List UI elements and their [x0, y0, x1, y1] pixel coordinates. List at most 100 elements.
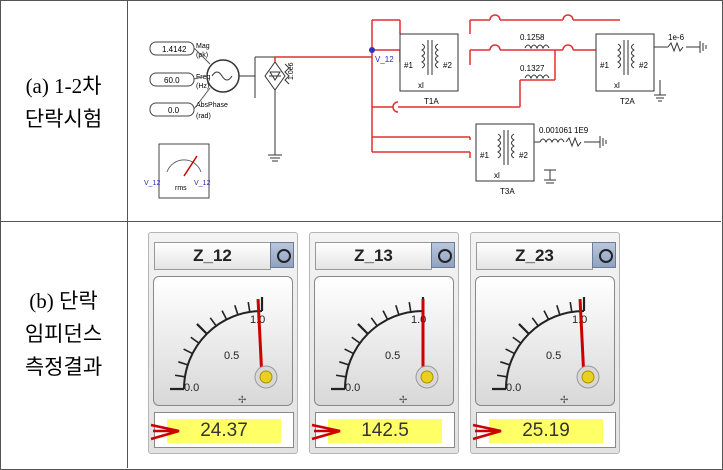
svg-text:0.1258: 0.1258 — [520, 33, 545, 42]
dial-tick — [247, 301, 251, 313]
wire-network — [274, 14, 620, 158]
red-arrow-annotation — [311, 423, 341, 441]
knob-center — [420, 370, 434, 384]
inductor-l1: 0.1258 — [520, 33, 550, 50]
dial-tick — [543, 310, 550, 320]
dial-scale-label: 0.0 — [506, 382, 521, 394]
meter-toggle-button[interactable] — [270, 242, 294, 268]
dial-scale-label: 0.5 — [546, 350, 561, 362]
meter-toggle-button[interactable] — [431, 242, 455, 268]
rms-meter-icon[interactable]: rms V_12 V_12 — [144, 143, 210, 199]
svg-text:(rad): (rad) — [196, 113, 211, 120]
svg-text:#1: #1 — [404, 61, 413, 70]
dial-tick — [234, 305, 239, 316]
dial-tick — [569, 301, 573, 313]
transformer-t2a[interactable]: #1 #2 xl T2A — [595, 33, 655, 106]
dial-tick — [178, 361, 189, 366]
transformer-t1a[interactable]: #1 #2 xl T1A — [399, 33, 459, 106]
dial-tick — [370, 317, 378, 327]
meter-value: 24.37 — [200, 420, 248, 441]
meter-z23: Z_23 0.00.51.0✢ 25.19 — [470, 232, 620, 454]
crosshair-icon: ✢ — [399, 395, 407, 405]
column-divider — [127, 0, 128, 468]
dial-scale-label: 0.0 — [345, 382, 360, 394]
ground-symbols — [544, 80, 666, 184]
svg-text:T2A: T2A — [620, 97, 635, 106]
resistor-top: 1e-6 — [654, 33, 707, 53]
red-arrow-annotation — [472, 423, 502, 441]
meter-readout: 24.37 — [150, 412, 294, 448]
svg-text:V_12: V_12 — [144, 180, 160, 187]
svg-text:AbsPhase: AbsPhase — [196, 102, 228, 109]
source-param-freq[interactable]: 60.0 Freq (Hz) — [149, 72, 211, 90]
red-arrow-annotation — [150, 423, 180, 441]
dial-tick — [339, 361, 350, 366]
svg-text:#2: #2 — [443, 61, 452, 70]
meter-value: 142.5 — [361, 420, 409, 441]
crosshair-icon: ✢ — [560, 395, 568, 405]
svg-text:#2: #2 — [639, 61, 648, 70]
svg-text:rms: rms — [175, 185, 187, 192]
dial-tick — [382, 310, 389, 320]
row-a-caption-line2: 단락시험 — [24, 107, 103, 131]
svg-text:xl: xl — [494, 171, 500, 180]
circle-icon — [277, 249, 291, 263]
dial-tick — [357, 323, 369, 335]
dial-tick — [408, 301, 412, 313]
svg-text:0.001061: 0.001061 — [539, 126, 573, 135]
svg-text:0.0: 0.0 — [168, 106, 180, 115]
dial-arc — [505, 310, 585, 390]
knob-center — [581, 370, 595, 384]
svg-text:1.4142: 1.4142 — [162, 45, 187, 54]
svg-text:60.0: 60.0 — [164, 76, 180, 85]
dial-tick — [496, 374, 508, 378]
svg-text:T3A: T3A — [500, 187, 515, 196]
inductor-l2: 0.1327 — [520, 64, 550, 80]
meter-readout: 142.5 — [311, 412, 455, 448]
inductor-l3: 0.001061 1E9 — [534, 126, 607, 148]
dial-needle — [256, 299, 264, 380]
transformer-t3a[interactable]: #1 #2 xl T3A — [475, 123, 535, 196]
svg-text:Freq: Freq — [196, 74, 211, 81]
source-param-mag[interactable]: 1.4142 Mag (pk) — [149, 41, 210, 59]
dial-tick — [351, 336, 361, 344]
dial-tick — [512, 336, 522, 344]
row-b-caption-line3: 측정결과 — [24, 355, 103, 379]
meter-toggle-button[interactable] — [592, 242, 616, 268]
readout-highlight — [167, 419, 281, 443]
svg-text:T1A: T1A — [424, 97, 439, 106]
dial-arc — [183, 310, 263, 390]
dial-tick — [209, 317, 217, 327]
dial-tick — [518, 323, 530, 335]
svg-text:Mag: Mag — [196, 43, 210, 50]
svg-text:1.0e6: 1.0e6 — [288, 62, 295, 80]
readout-highlight — [489, 419, 603, 443]
dial-tick — [500, 361, 511, 366]
svg-text:1E9: 1E9 — [574, 126, 589, 135]
source-param-phase[interactable]: 0.0 AbsPhase (rad) — [149, 102, 228, 120]
dial-tick — [556, 305, 561, 316]
dial-tick — [183, 348, 193, 355]
dial-tick — [505, 348, 515, 355]
dial-scale-label: 0.5 — [385, 350, 400, 362]
meter-value: 25.19 — [522, 420, 570, 441]
dial-tick — [190, 336, 200, 344]
dial-arc — [344, 310, 424, 390]
meter-z12: Z_12 0.00.51.0✢ 24.37 — [148, 232, 298, 454]
dial-scale-label: 0.5 — [224, 350, 239, 362]
dial-tick — [531, 317, 539, 327]
dial-needle — [578, 299, 586, 380]
svg-text:V_12: V_12 — [194, 180, 210, 187]
meter-dial: 0.00.51.0✢ — [153, 276, 293, 406]
row-b-caption-line2: 임피던스 — [24, 322, 103, 346]
crosshair-icon: ✢ — [238, 395, 246, 405]
knob-center — [259, 370, 273, 384]
meter-title: Z_13 — [315, 242, 432, 270]
voltmeter-bridge-icon: 1.0e6 — [264, 61, 295, 162]
svg-text:xl: xl — [614, 81, 620, 90]
dial-tick — [221, 310, 228, 320]
svg-text:0.1327: 0.1327 — [520, 64, 545, 73]
svg-text:#1: #1 — [600, 61, 609, 70]
circuit-schematic: 1.4142 Mag (pk) 60.0 Freq (Hz) 0.0 AbsPh… — [144, 14, 707, 199]
